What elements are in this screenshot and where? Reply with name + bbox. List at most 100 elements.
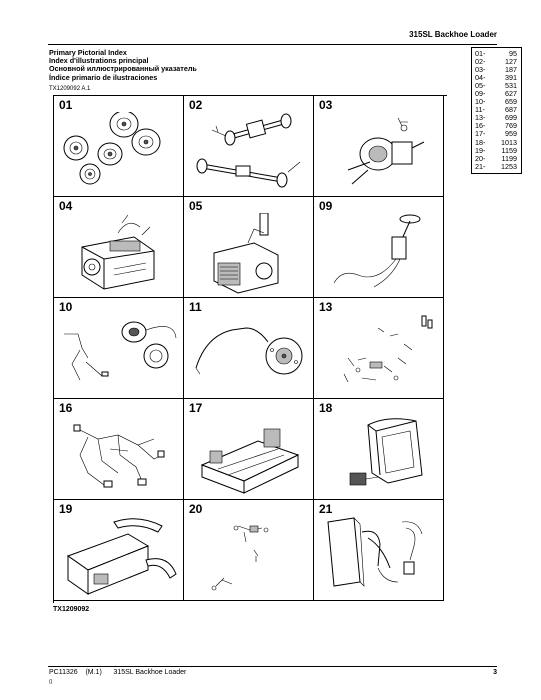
toc-page: 1253 — [501, 161, 517, 171]
toc-row[interactable]: 17- 959 — [475, 130, 517, 138]
toc-section: 10- — [475, 97, 486, 107]
index-cell-19[interactable]: 19 — [54, 500, 184, 601]
cell-number: 19 — [59, 502, 73, 516]
index-title-en: Primary Pictorial Index — [49, 48, 127, 57]
toc-page: 959 — [505, 129, 517, 139]
pictorial-grid: 01 02 03 — [53, 95, 447, 603]
engine-illustration — [81, 214, 155, 290]
rear-axle-icon — [211, 113, 292, 146]
toc-section: 16- — [475, 121, 486, 131]
tire-icon — [63, 135, 89, 161]
figure-reference: TX1209092 A.1 — [49, 86, 91, 92]
toc-row[interactable]: 11-687 — [475, 106, 517, 114]
toc-row[interactable]: 18- 1013 — [475, 137, 517, 147]
toc-row[interactable]: 03-187 — [475, 66, 517, 74]
toc-section: 18- — [475, 137, 486, 147]
toc-section: 20- — [475, 153, 486, 163]
hood-icon — [66, 533, 150, 595]
wheels-tires-illustration — [63, 112, 161, 185]
toc-section: 13- — [475, 113, 486, 123]
toc-page: 687 — [505, 105, 517, 115]
transmission-illustration — [347, 117, 425, 185]
toc-row[interactable]: 20- 1199 — [475, 153, 517, 163]
toc-page: 1013 — [501, 137, 517, 147]
toc-section: 02- — [475, 57, 486, 67]
toc-section: 04- — [475, 73, 486, 83]
tire-icon — [131, 128, 161, 156]
front-axle-icon — [196, 158, 301, 188]
brake-line-icon — [195, 327, 269, 375]
index-cell-21[interactable]: 21 — [314, 500, 444, 601]
toc-section: 17- — [475, 129, 486, 139]
cell-number: 11 — [189, 300, 202, 314]
index-cell-03[interactable]: 03 — [314, 96, 444, 197]
transmission-icon — [347, 117, 425, 185]
cell-number: 16 — [59, 401, 73, 415]
toc-row[interactable]: 21-1253 — [475, 161, 517, 171]
toc-row[interactable]: 02- 127 — [475, 57, 517, 67]
section-page-table: 01-95 02- 127 03-187 04- 391 05-531 09-627… — [471, 47, 522, 174]
toc-section: 19- — [475, 145, 486, 155]
brakes-illustration — [195, 327, 303, 375]
index-cell-09[interactable]: 09 — [314, 197, 444, 298]
brake-disc-icon — [265, 337, 303, 375]
cell-number: 02 — [189, 98, 203, 112]
toc-row[interactable]: 19- 1159 — [475, 145, 517, 155]
toc-page: 769 — [505, 121, 517, 131]
cell-number: 05 — [189, 199, 203, 213]
toc-page: 1199 — [501, 153, 517, 163]
toc-row[interactable]: 16- 769 — [475, 122, 517, 130]
frame-illustration — [200, 428, 300, 494]
toc-page: 1159 — [501, 145, 517, 155]
index-title-block: Primary Pictorial Index Index d'illustra… — [49, 48, 197, 82]
cab-icon — [349, 418, 423, 486]
toc-row[interactable]: 09-627 — [475, 90, 517, 98]
index-cell-05[interactable]: 05 — [184, 197, 314, 298]
header-title: 315SL Backhoe Loader — [409, 30, 497, 39]
toc-row[interactable]: 10- 659 — [475, 98, 517, 106]
tire-icon — [109, 112, 139, 138]
toc-row[interactable]: 01-95 — [475, 49, 517, 58]
alternator-icon — [121, 321, 169, 369]
hardware-parts-icon — [343, 315, 433, 383]
cell-number: 17 — [189, 401, 203, 415]
page-number: 3 — [493, 669, 497, 676]
toc-page: 699 — [505, 113, 517, 123]
cell-number: 10 — [59, 300, 73, 314]
figure-id: TX1209092 — [53, 606, 90, 613]
cell-number: 21 — [319, 502, 333, 516]
electrical-illustration — [64, 321, 177, 381]
toc-page: 659 — [505, 97, 517, 107]
toc-section: 05- — [475, 81, 486, 91]
fender-icon — [113, 518, 177, 579]
engine-icon — [81, 214, 155, 290]
index-cell-13[interactable]: 13 — [314, 298, 444, 399]
cell-number: 04 — [59, 199, 73, 213]
tire-icon — [79, 163, 101, 185]
engine-cooling-illustration — [213, 213, 279, 294]
toc-page: 127 — [505, 57, 517, 67]
index-title-fr: Index d'illustrations principal — [49, 56, 149, 66]
hydraulic-hoses-icon — [361, 521, 423, 583]
hydraulic-tank-icon — [327, 517, 365, 587]
index-cell-02[interactable]: 02 — [184, 96, 314, 197]
index-cell-18[interactable]: 18 — [314, 399, 444, 500]
header-rule — [48, 44, 497, 45]
index-cell-20[interactable]: 20 — [184, 500, 314, 601]
index-cell-04[interactable]: 04 — [54, 197, 184, 298]
index-cell-11[interactable]: 11 — [184, 298, 314, 399]
footer-text: PC11326 (M.1) 315SL Backhoe Loader — [49, 669, 187, 676]
toc-row[interactable]: 04- 391 — [475, 74, 517, 82]
index-cell-10[interactable]: 10 — [54, 298, 184, 399]
toc-page: 391 — [505, 73, 517, 83]
hood-fenders-illustration — [66, 518, 177, 595]
toc-page: 95 — [509, 49, 517, 58]
index-cell-17[interactable]: 17 — [184, 399, 314, 500]
engine-radiator-icon — [213, 213, 279, 294]
index-cell-01[interactable]: 01 — [54, 96, 184, 197]
index-cell-16[interactable]: 16 — [54, 399, 184, 500]
toc-row[interactable]: 13- 699 — [475, 114, 517, 122]
frame-icon — [200, 428, 300, 494]
toc-section: 03- — [475, 65, 486, 75]
toc-row[interactable]: 05-531 — [475, 82, 517, 90]
